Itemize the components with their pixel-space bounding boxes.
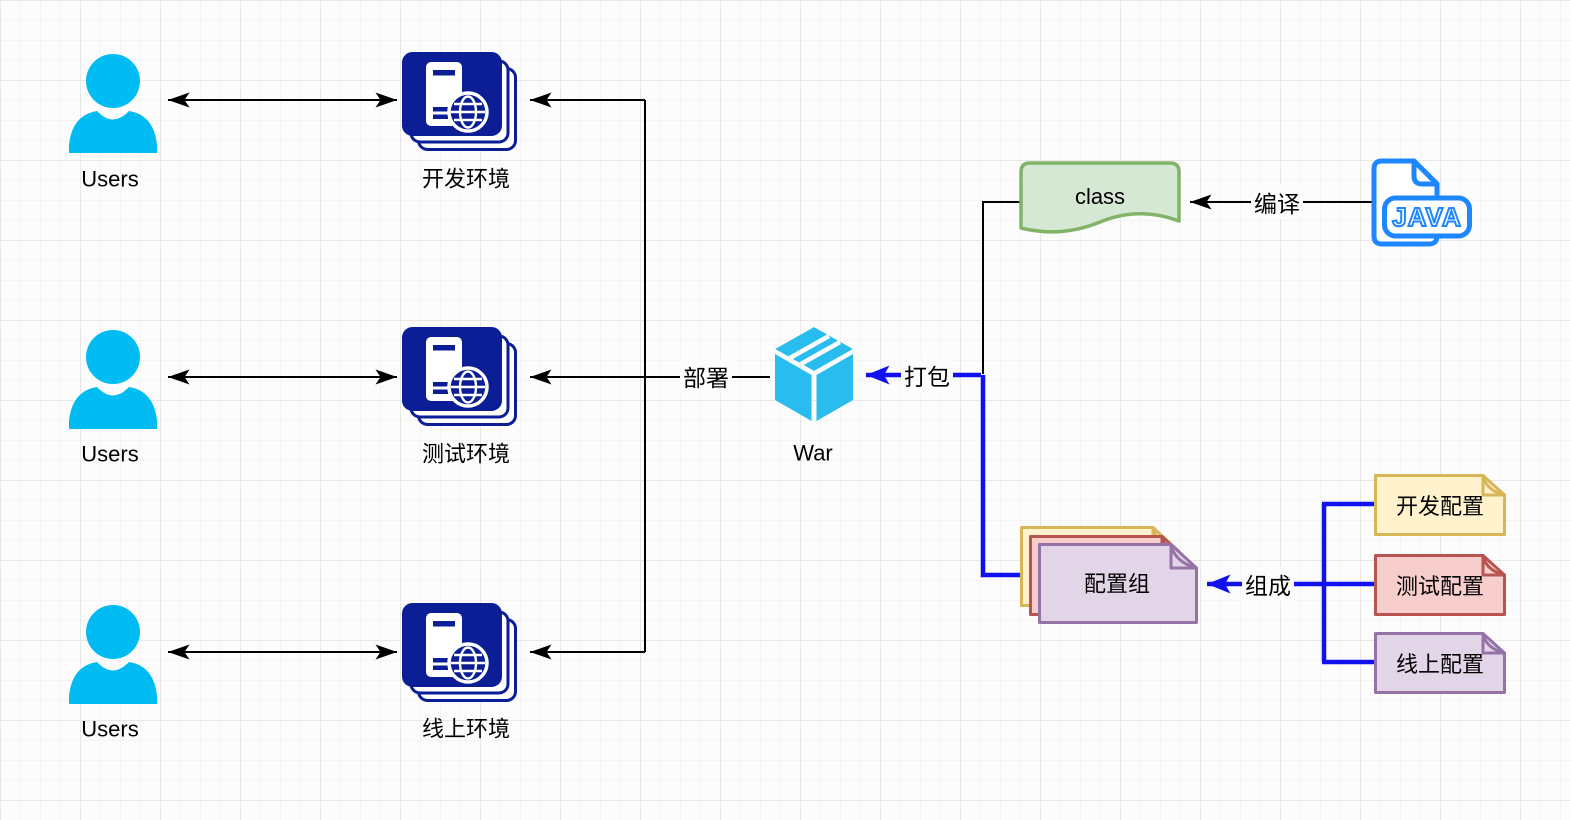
users-1-label: Users: [81, 166, 139, 192]
user-icon: [69, 605, 157, 704]
node-env-dev[interactable]: [402, 52, 519, 153]
note-shape: [1374, 554, 1506, 616]
node-env-prod[interactable]: [402, 603, 519, 704]
package-edge-label: 打包: [901, 358, 953, 392]
java-file-label: JAVA: [1392, 202, 1462, 232]
edge-junction-configgroup[interactable]: [980, 375, 1030, 578]
node-users-2[interactable]: [64, 328, 160, 432]
node-class[interactable]: class: [1019, 161, 1181, 245]
users-2-label: Users: [81, 441, 139, 467]
java-file-icon: JAVA: [1371, 158, 1472, 247]
user-icon: [69, 54, 157, 153]
note-front-purple: [1038, 543, 1198, 624]
node-java-file[interactable]: JAVA: [1371, 158, 1473, 248]
users-3-label: Users: [81, 716, 139, 742]
node-config-test[interactable]: 测试配置: [1374, 554, 1506, 616]
war-label: War: [793, 440, 833, 466]
node-config-group[interactable]: 配置组: [1020, 526, 1200, 626]
web-server-stack-icon: [402, 327, 517, 426]
web-server-stack-icon: [402, 52, 517, 151]
package-box-icon: [775, 327, 853, 421]
env-dev-label: 开发环境: [421, 166, 511, 192]
deploy-edge-label: 部署: [680, 359, 732, 393]
config-prod-label: 线上配置: [1395, 652, 1484, 677]
user-icon: [69, 330, 157, 429]
env-test-label: 测试环境: [421, 441, 511, 467]
web-server-stack-icon: [402, 603, 517, 702]
node-users-1[interactable]: [64, 52, 160, 156]
config-test-label: 测试配置: [1395, 574, 1484, 599]
document-shape: [1019, 161, 1181, 234]
node-config-prod[interactable]: 线上配置: [1374, 632, 1506, 694]
class-label: class: [1074, 184, 1126, 209]
config-group-stack: [1020, 526, 1198, 624]
compose-edge-label: 组成: [1242, 567, 1294, 601]
note-shape: [1374, 632, 1506, 694]
node-config-dev[interactable]: 开发配置: [1374, 474, 1506, 536]
edge-class-junction[interactable]: [982, 201, 1020, 374]
node-war[interactable]: [771, 323, 857, 425]
node-users-3[interactable]: [64, 603, 160, 707]
node-env-test[interactable]: [402, 327, 519, 428]
note-shape: [1374, 474, 1506, 536]
compile-edge-label: 编译: [1251, 185, 1303, 219]
env-prod-label: 线上环境: [421, 716, 511, 742]
config-group-label: 配置组: [1083, 571, 1151, 597]
config-dev-label: 开发配置: [1395, 494, 1484, 519]
